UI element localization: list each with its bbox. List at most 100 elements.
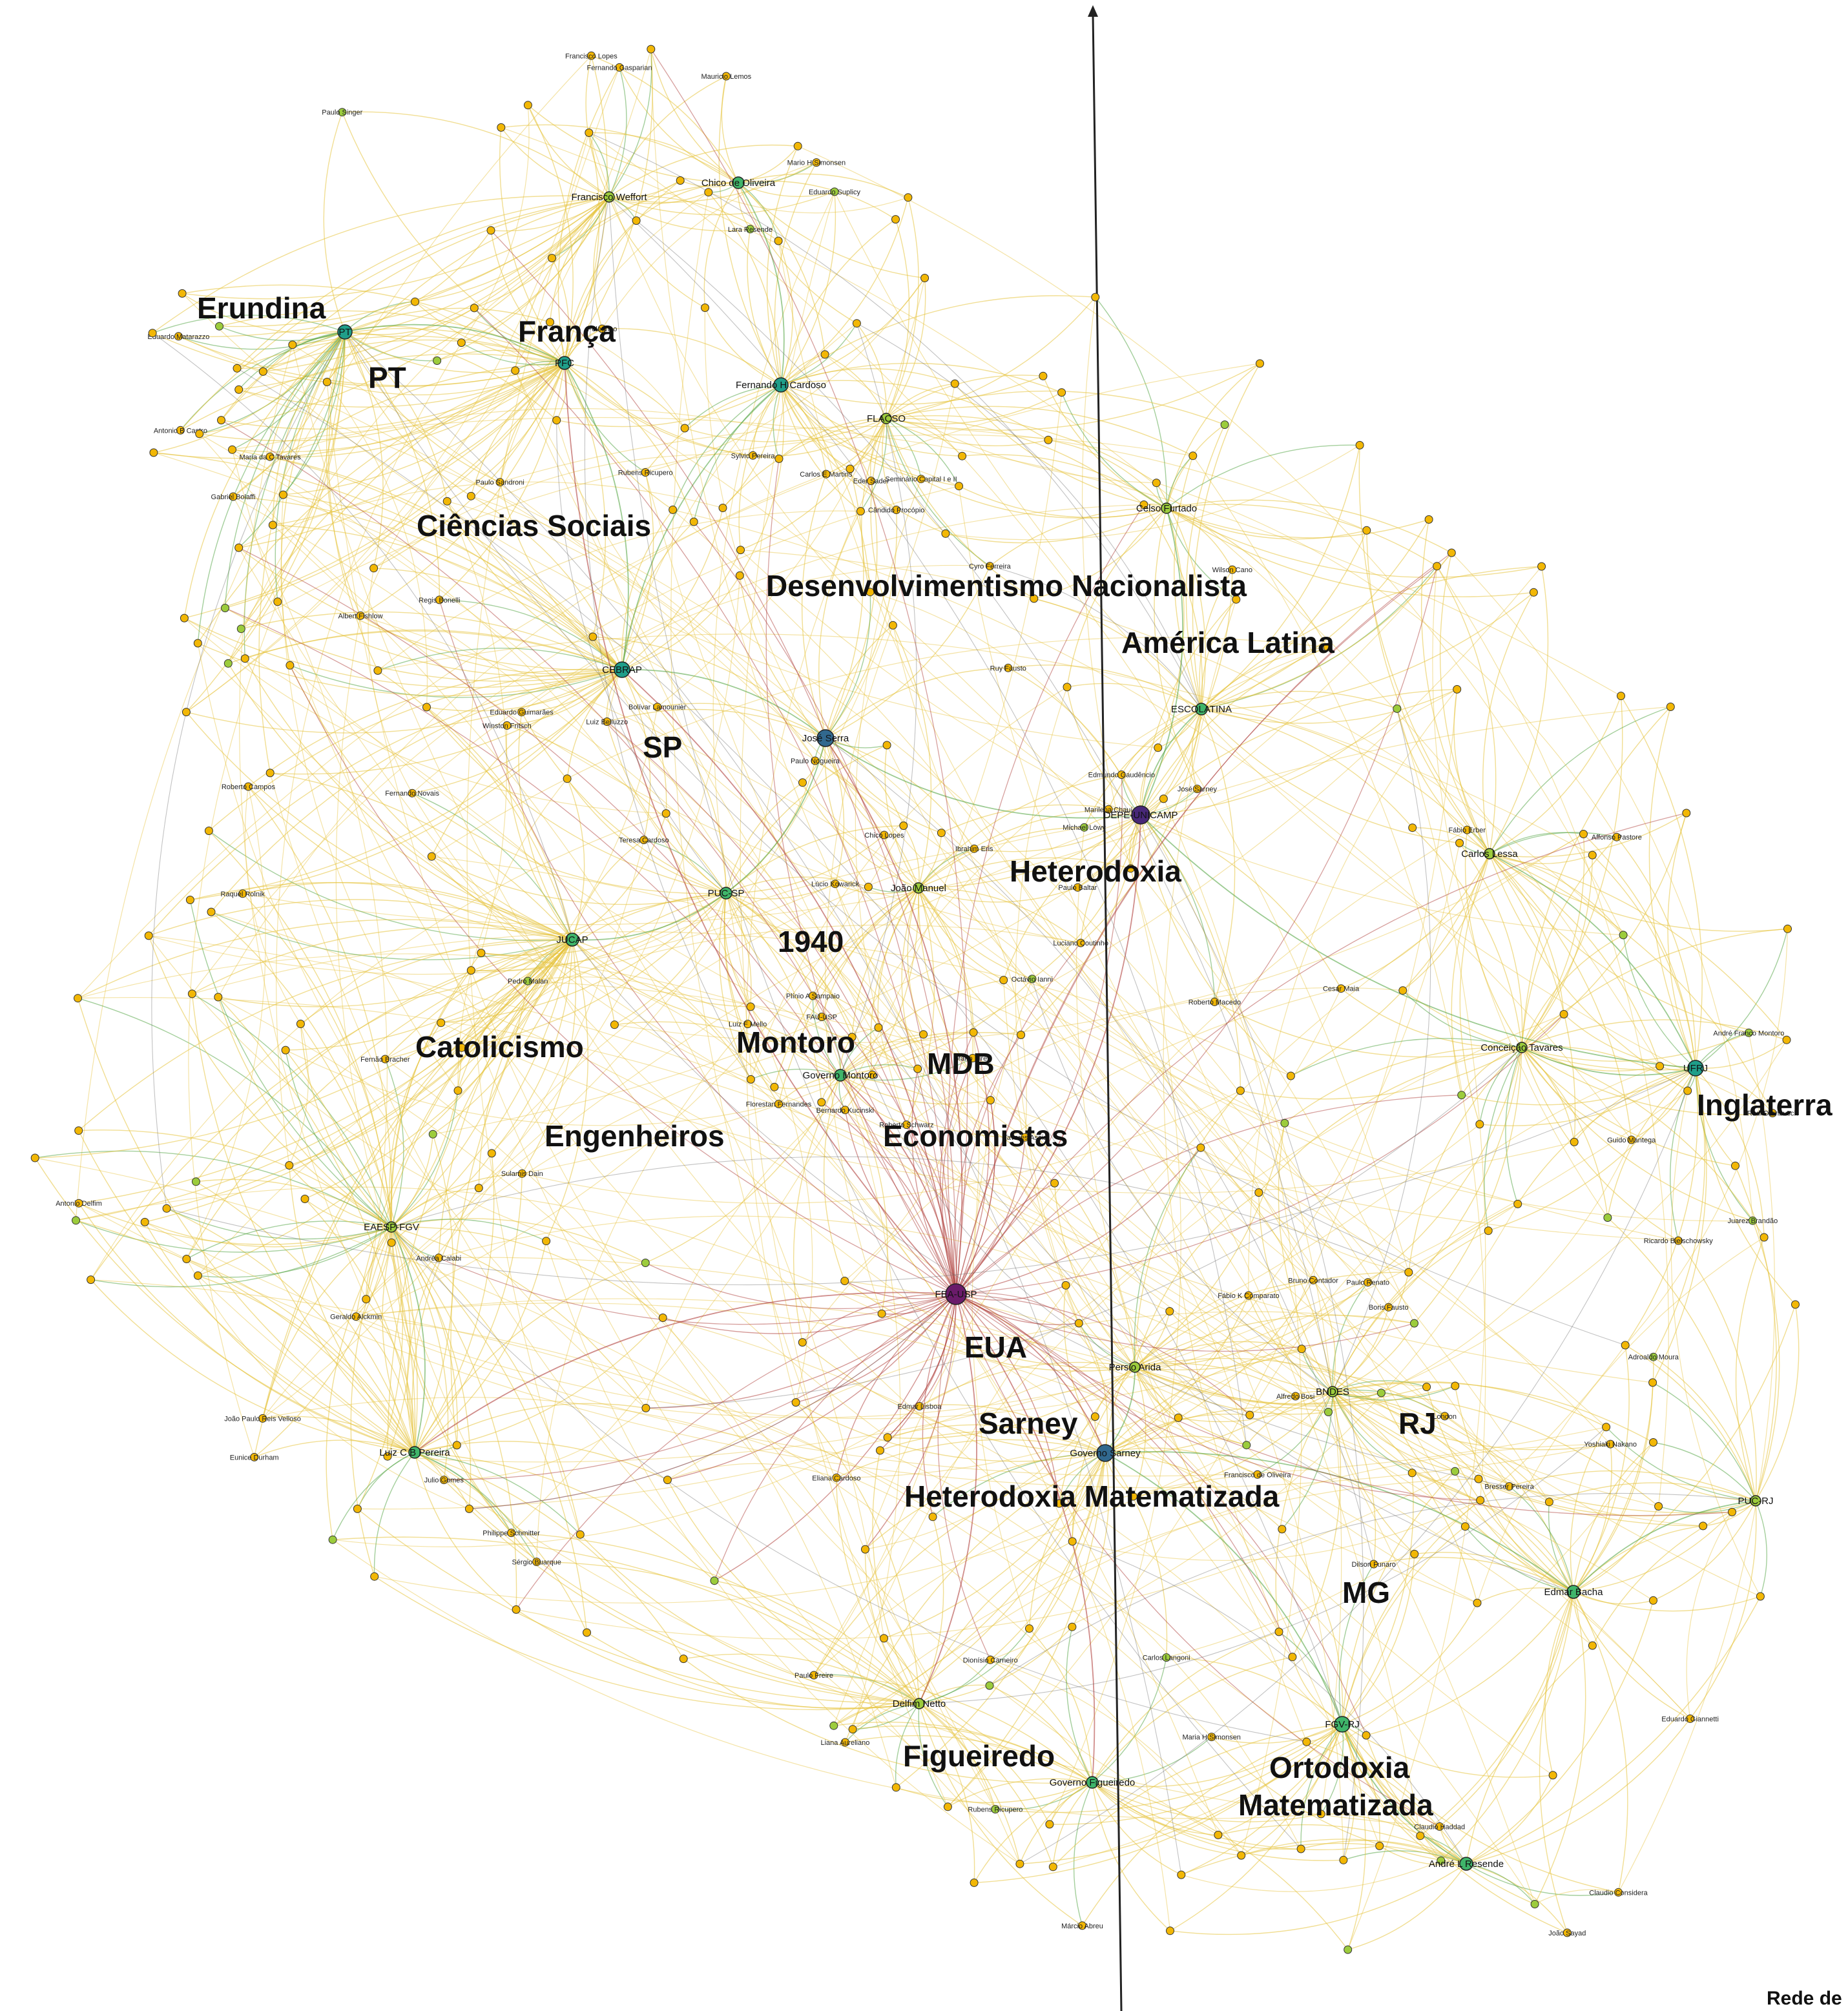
edge	[824, 737, 869, 887]
edge	[1484, 1047, 1522, 1231]
edge	[1130, 708, 1202, 869]
edge	[186, 48, 652, 713]
edge	[518, 712, 573, 940]
edge	[481, 939, 573, 956]
edge	[886, 418, 946, 534]
hub-node-eaesp	[386, 1221, 397, 1233]
edge	[431, 669, 623, 857]
edge	[431, 856, 727, 905]
node	[1744, 1028, 1753, 1037]
edge	[725, 883, 836, 900]
node	[718, 504, 727, 512]
node	[187, 989, 196, 998]
edge	[166, 1208, 415, 1453]
edge	[238, 331, 346, 390]
edge	[886, 219, 910, 419]
edge	[262, 331, 346, 372]
edge	[572, 840, 645, 940]
edge	[955, 1294, 1079, 1325]
edge	[186, 132, 590, 713]
edge	[663, 1294, 957, 1334]
node-label: Bernardo Kucinski	[816, 1107, 874, 1115]
edge	[1521, 696, 1623, 1048]
edge	[1459, 842, 1523, 1048]
edge	[1181, 1842, 1467, 1875]
edge	[614, 1021, 841, 1076]
node	[1050, 1179, 1059, 1188]
node	[240, 654, 249, 663]
edge	[152, 195, 610, 334]
edge	[903, 825, 920, 889]
node	[1192, 785, 1201, 794]
node	[1068, 1622, 1077, 1631]
node	[1760, 1233, 1769, 1242]
node	[1731, 1161, 1739, 1170]
edge	[797, 145, 1624, 936]
edge	[444, 1294, 957, 1481]
edge	[813, 1013, 1564, 1676]
node	[214, 993, 223, 1002]
edge	[953, 1035, 1022, 1295]
edge	[588, 132, 739, 183]
edge	[236, 331, 346, 369]
node	[1030, 594, 1039, 603]
node	[1126, 864, 1135, 873]
edge	[1478, 1478, 1574, 1593]
node	[278, 490, 287, 499]
node	[917, 475, 926, 484]
edge	[1163, 798, 1302, 1856]
edge	[447, 500, 816, 761]
node	[453, 1086, 462, 1095]
node-label: Yoshiaki Nakano	[1584, 1441, 1637, 1449]
edge	[478, 575, 740, 1189]
edge	[478, 383, 955, 1189]
edge	[1461, 1047, 1522, 1096]
edge	[802, 988, 1342, 1343]
edge	[499, 426, 1367, 531]
edge	[1573, 1591, 1593, 1646]
hub-node-resende	[1459, 1857, 1473, 1871]
edge	[645, 1075, 841, 1264]
axis-arrowhead	[1088, 5, 1098, 17]
edge	[1365, 1591, 1574, 1736]
edge	[608, 180, 681, 198]
edge	[919, 1361, 1136, 1407]
edge	[1154, 508, 1198, 789]
node-label: Fernão Bracher	[360, 1056, 410, 1064]
node	[1154, 743, 1163, 752]
edge	[1332, 1391, 1480, 1501]
node	[1570, 1137, 1579, 1146]
edge	[825, 737, 885, 836]
node	[1548, 1771, 1557, 1780]
hub-edge	[1105, 1366, 1136, 1454]
node	[1288, 1653, 1297, 1662]
hub-edge	[955, 1294, 1095, 1783]
node	[892, 506, 901, 514]
edge	[918, 887, 1033, 980]
node	[641, 1403, 650, 1412]
edge	[1134, 1147, 1201, 1368]
edge	[391, 1226, 449, 1480]
edge	[1489, 706, 1671, 854]
edge	[945, 444, 1360, 541]
edge	[918, 1703, 948, 1808]
node	[1355, 440, 1364, 449]
edge	[186, 669, 623, 734]
node-label: Andréa Calabi	[416, 1255, 461, 1263]
node-label: Eduardo Guimarães	[490, 709, 554, 717]
edge	[833, 1478, 1479, 1726]
hub-label-bresser: Luiz C B Pereira	[379, 1447, 450, 1458]
edge	[225, 607, 623, 682]
edge	[564, 362, 606, 637]
edge	[751, 1068, 841, 1080]
edge	[1178, 1391, 1333, 1423]
edge	[1521, 934, 1624, 1048]
edge	[918, 857, 1131, 889]
edge	[344, 307, 475, 335]
edge	[1092, 1782, 1170, 1932]
node	[217, 416, 225, 425]
edge	[522, 1090, 1241, 1204]
edge	[1080, 814, 1141, 944]
edge	[232, 331, 346, 450]
node	[1505, 1482, 1514, 1491]
